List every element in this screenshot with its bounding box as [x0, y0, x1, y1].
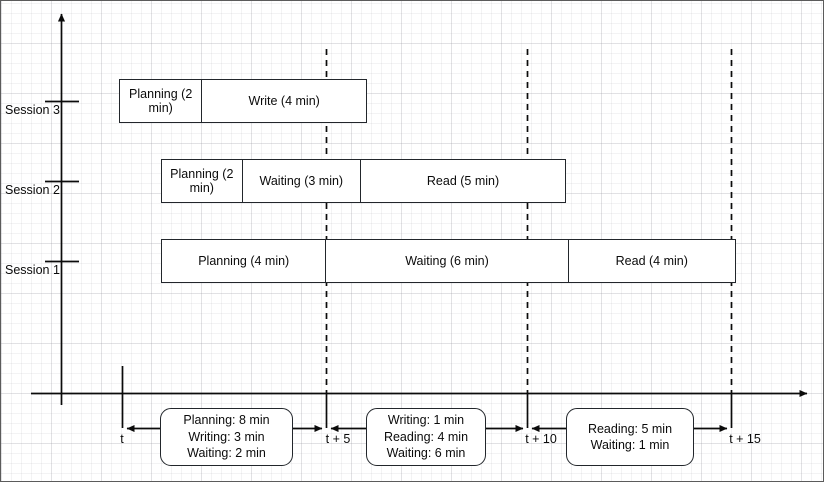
summary-line: Reading: 4 min — [383, 429, 469, 444]
time-tick-label-t-plus-5: t + 5 — [325, 432, 351, 446]
summary-line: Writing: 3 min — [188, 429, 265, 444]
gantt-bar-session-1[interactable]: Planning (4 min) Waiting (6 min) Read (4… — [161, 239, 736, 283]
gantt-bar-session-3[interactable]: Planning (2 min) Write (4 min) — [119, 79, 367, 123]
gantt-segment-planning[interactable]: Planning (2 min) — [162, 160, 243, 202]
interval-summary-box-3[interactable]: Reading: 5 min Waiting: 1 min — [566, 408, 694, 466]
gantt-segment-read[interactable]: Read (5 min) — [426, 173, 500, 188]
gantt-segment-read[interactable]: Read (4 min) — [615, 253, 688, 268]
summary-line: Waiting: 1 min — [590, 438, 670, 452]
row-label-session-3: Session 3 — [5, 103, 60, 117]
summary-line: Waiting: 6 min — [386, 446, 466, 461]
summary-line: Planning: 8 min — [183, 413, 270, 428]
summary-line: Waiting: 2 min — [187, 446, 266, 461]
time-guide-lines — [325, 49, 733, 393]
gantt-segment-waiting[interactable]: Waiting (6 min) — [326, 240, 569, 282]
gantt-segment-planning[interactable]: Planning (2 min) — [120, 80, 203, 122]
interval-summary-box-1[interactable]: Planning: 8 min Writing: 3 min Waiting: … — [160, 408, 293, 466]
sessions-axis — [45, 13, 79, 405]
gantt-segment-write[interactable]: Write (4 min) — [248, 93, 320, 108]
gantt-segment-waiting[interactable]: Waiting (3 min) — [243, 160, 362, 202]
interval-summary-box-2[interactable]: Writing: 1 min Reading: 4 min Waiting: 6… — [366, 408, 486, 466]
row-label-session-2: Session 2 — [5, 183, 60, 197]
time-tick-label-t-plus-15: t + 15 — [729, 432, 761, 446]
summary-line: Writing: 1 min — [387, 413, 465, 428]
gantt-bar-session-2[interactable]: Planning (2 min) Waiting (3 min) Read (5… — [161, 159, 566, 203]
summary-line: Reading: 5 min — [587, 421, 673, 436]
time-tick-label-t: t — [120, 432, 124, 446]
gantt-segment-planning[interactable]: Planning (4 min) — [162, 240, 327, 282]
time-tick-label-t-plus-10: t + 10 — [525, 432, 557, 446]
row-label-session-1: Session 1 — [5, 263, 60, 277]
